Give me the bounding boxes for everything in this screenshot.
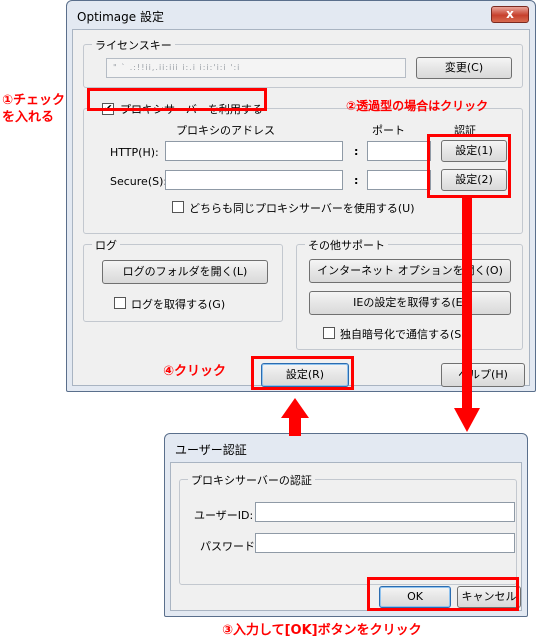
auth-dialog-body: プロキシサーバーの認証 ユーザーID: パスワード: OK キャンセル [170, 462, 522, 611]
proxy-checkbox-highlight [87, 88, 267, 111]
ok-button[interactable]: OK [379, 586, 451, 608]
support-legend: その他サポート [305, 237, 388, 253]
proxy-group: ✔ プロキシサーバーを利用する プロキシのアドレス ポート 認証 HTTP(H)… [83, 101, 523, 234]
change-license-button[interactable]: 変更(C) [416, 57, 512, 79]
help-button[interactable]: ヘルプ(H) [441, 363, 525, 387]
password-input[interactable] [255, 533, 515, 553]
same-proxy-checkbox[interactable] [172, 201, 184, 213]
user-auth-window: ユーザー認証 プロキシサーバーの認証 ユーザーID: パスワード: OK キャン… [164, 433, 528, 617]
proxy-address-header: プロキシのアドレス [176, 124, 275, 137]
proxy-auth-group: プロキシサーバーの認証 ユーザーID: パスワード: [179, 472, 517, 585]
secure-auth-settings-button[interactable]: 設定(2) [441, 169, 507, 191]
user-id-label: ユーザーID: [194, 509, 254, 522]
dialog-body: ライセンスキー " ` .:!!ii,.ii:iii i:.i i:i:'i:i… [72, 29, 530, 387]
same-proxy-label: どちらも同じプロキシサーバーを使用する(U) [189, 202, 415, 215]
license-group: ライセンスキー " ` .:!!ii,.ii:iii i:.i i:i:'i:i… [83, 37, 523, 88]
step4-callout: ④クリック [163, 364, 227, 379]
auth-title-bar: ユーザー認証 [165, 434, 527, 462]
license-key-field: " ` .:!!ii,.ii:iii i:.i i:i:'i:i ':i [106, 58, 406, 78]
secure-label: Secure(S): [110, 175, 168, 188]
open-internet-options-button[interactable]: インターネット オプションを開く(O) [309, 259, 511, 283]
http-port-input[interactable] [367, 141, 431, 161]
down-arrow-icon [454, 198, 480, 432]
password-label: パスワード: [200, 540, 259, 553]
proxy-auth-legend: プロキシサーバーの認証 [188, 472, 315, 488]
license-legend: ライセンスキー [92, 37, 175, 53]
ok-cancel-highlight [367, 577, 519, 611]
user-id-input[interactable] [255, 502, 515, 522]
close-button[interactable]: x [491, 6, 529, 23]
encrypt-label: 独自暗号化で通信する(S) [340, 328, 466, 341]
step2-callout: ②透過型の場合はクリック [346, 99, 489, 113]
http-colon: : [354, 145, 359, 158]
auth-buttons-highlight [427, 134, 511, 198]
step1-line2: を入れる [2, 110, 55, 125]
window-title: Optimage 設定 [77, 10, 164, 24]
proxy-port-header: ポート [372, 124, 405, 137]
step1-line1: ①チェック [2, 93, 66, 108]
step1-callout: ①チェック を入れる [2, 92, 65, 126]
settings-button[interactable]: 設定(R) [261, 363, 349, 387]
settings-button-highlight [251, 356, 354, 390]
secure-address-input[interactable] [165, 170, 343, 190]
get-ie-settings-button[interactable]: IEの設定を取得する(E) [309, 291, 511, 315]
secure-colon: : [354, 174, 359, 187]
secure-port-input[interactable] [367, 170, 431, 190]
open-log-folder-button[interactable]: ログのフォルダを開く(L) [102, 260, 268, 284]
log-group: ログ ログのフォルダを開く(L) ログを取得する(G) [83, 237, 283, 322]
step3-callout: ③入力して[OK]ボタンをクリック [222, 623, 422, 638]
http-auth-settings-button[interactable]: 設定(1) [441, 140, 507, 162]
title-bar: Optimage 設定 x [67, 1, 535, 29]
http-label: HTTP(H): [110, 146, 159, 159]
get-log-label: ログを取得する(G) [131, 298, 226, 311]
up-arrow-icon [281, 398, 309, 436]
http-address-input[interactable] [165, 141, 343, 161]
encrypt-checkbox[interactable] [323, 327, 335, 339]
get-log-checkbox[interactable] [114, 297, 126, 309]
log-legend: ログ [92, 237, 120, 253]
cancel-button[interactable]: キャンセル [457, 586, 521, 608]
support-group: その他サポート インターネット オプションを開く(O) IEの設定を取得する(E… [296, 237, 523, 350]
proxy-auth-header: 認証 [454, 124, 476, 137]
auth-window-title: ユーザー認証 [175, 443, 247, 457]
